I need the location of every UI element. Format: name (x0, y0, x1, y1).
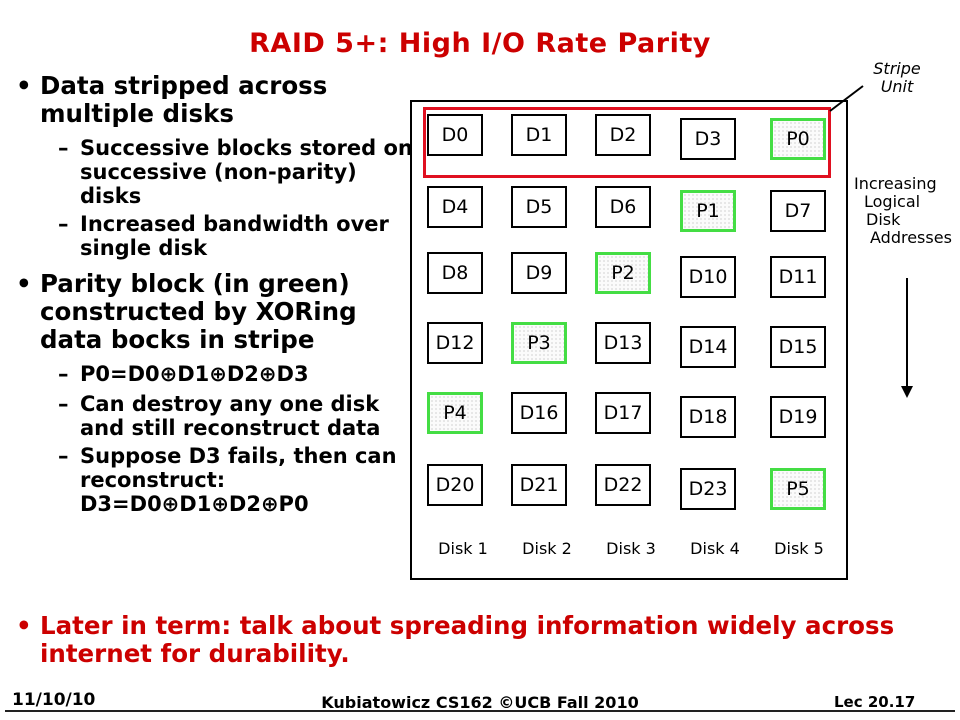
sub-bullet-reconstruct: Suppose D3 fails, then can reconstruct: … (14, 444, 414, 516)
block-d13: D13 (595, 322, 651, 364)
block-d1: D1 (511, 114, 567, 156)
increasing-addresses-label: Increasing Logical Disk Addresses (850, 175, 960, 247)
footer-course: Kubiatowicz CS162 ©UCB Fall 2010 (321, 693, 639, 712)
block-d0: D0 (427, 114, 483, 156)
block-d19: D19 (770, 396, 826, 438)
block-d11: D11 (770, 256, 826, 298)
sub-bullet-successive-blocks: Successive blocks stored on successive (… (14, 136, 414, 208)
footer-divider (5, 710, 955, 712)
increasing-label-line1: Increasing (854, 174, 937, 193)
bullet-later-in-term: Later in term: talk about spreading info… (14, 612, 960, 668)
stripe-unit-pointer-line (829, 85, 864, 112)
block-p2: P2 (595, 252, 651, 294)
block-d20: D20 (427, 464, 483, 506)
sub-bullet-destroy-disk: Can destroy any one disk and still recon… (14, 392, 414, 440)
block-d8: D8 (427, 252, 483, 294)
disk-label-1: Disk 1 (438, 539, 488, 558)
block-d23: D23 (680, 468, 736, 510)
stripe-unit-label-line1: Stripe (873, 59, 921, 78)
stripe-unit-label-line2: Unit (880, 77, 914, 96)
disk-label-2: Disk 2 (522, 539, 572, 558)
block-d5: D5 (511, 186, 567, 228)
block-p1: P1 (680, 190, 736, 232)
block-d4: D4 (427, 186, 483, 228)
disk-label-3: Disk 3 (606, 539, 656, 558)
footer-lecture: Lec 20.17 (834, 693, 916, 711)
block-d9: D9 (511, 252, 567, 294)
bullet-list: Data stripped across multiple disks Succ… (14, 72, 414, 517)
block-p4: P4 (427, 392, 483, 434)
sub-bullet-parity-formula: P0=D0⊕D1⊕D2⊕D3 (14, 362, 414, 386)
disk-label-5: Disk 5 (774, 539, 824, 558)
increasing-label-line4: Addresses (870, 228, 952, 247)
stripe-highlight-box (423, 107, 831, 178)
block-d21: D21 (511, 464, 567, 506)
footer-date: 11/10/10 (12, 690, 96, 710)
increasing-arrow-head (901, 386, 913, 398)
disk-label-4: Disk 4 (690, 539, 740, 558)
bullet-data-striping: Data stripped across multiple disks (14, 72, 414, 128)
slide-title: RAID 5+: High I/O Rate Parity (249, 28, 711, 59)
block-d14: D14 (680, 326, 736, 368)
block-p0: P0 (770, 118, 826, 160)
block-d7: D7 (770, 190, 826, 232)
raid-diagram-panel (410, 100, 848, 580)
block-d16: D16 (511, 392, 567, 434)
block-d3: D3 (680, 118, 736, 160)
block-d12: D12 (427, 322, 483, 364)
block-d18: D18 (680, 396, 736, 438)
stripe-unit-label: Stripe Unit (862, 60, 932, 96)
increasing-label-line2: Logical (864, 192, 921, 211)
block-p3: P3 (511, 322, 567, 364)
block-d6: D6 (595, 186, 651, 228)
block-d2: D2 (595, 114, 651, 156)
block-d15: D15 (770, 326, 826, 368)
increasing-label-line3: Disk (866, 210, 901, 229)
block-d10: D10 (680, 256, 736, 298)
sub-bullet-bandwidth: Increased bandwidth over single disk (14, 212, 414, 260)
block-d17: D17 (595, 392, 651, 434)
block-d22: D22 (595, 464, 651, 506)
bullet-parity-block: Parity block (in green) constructed by X… (14, 270, 414, 354)
block-p5: P5 (770, 468, 826, 510)
